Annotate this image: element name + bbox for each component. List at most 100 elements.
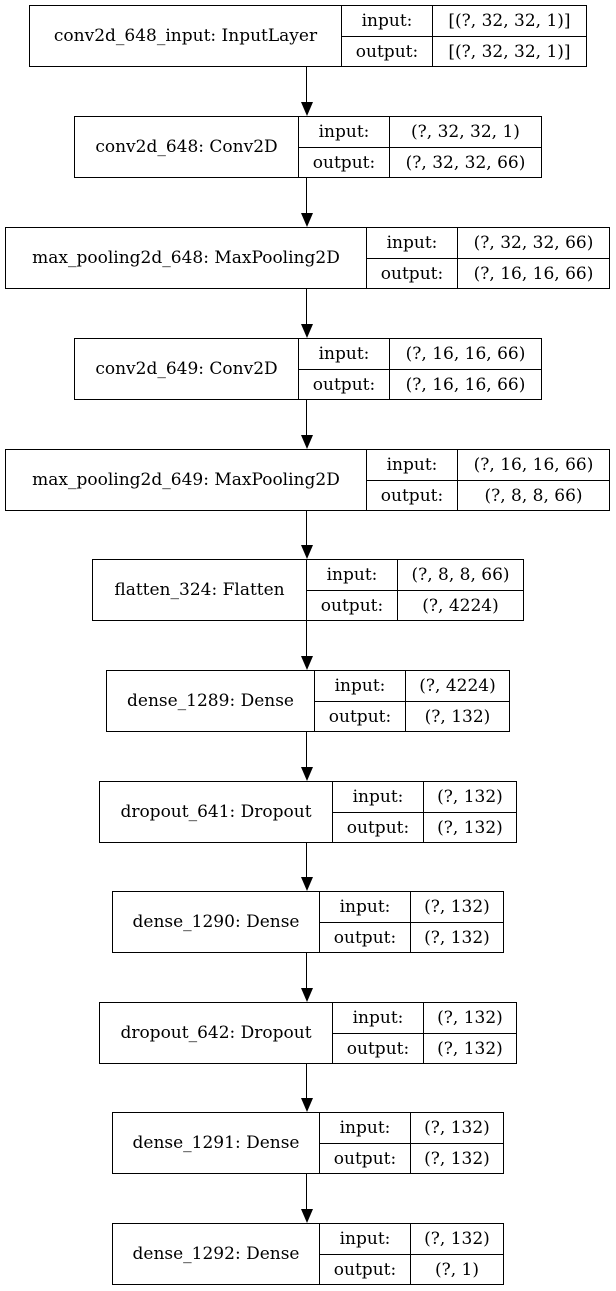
input-row: input:(?, 132) — [320, 1224, 503, 1254]
input-shape: (?, 4224) — [419, 676, 496, 696]
layer-name: dense_1292: Dense — [113, 1224, 320, 1284]
io-shape-table: input: (?, 4224) output:(?, 132) — [315, 671, 509, 731]
output-label: output: — [367, 481, 458, 510]
input-shape: (?, 8, 8, 66) — [411, 565, 510, 585]
input-shape: (?, 16, 16, 66) — [405, 344, 526, 364]
edge-line — [306, 511, 307, 545]
output-row: output:(?, 16, 16, 66) — [367, 258, 609, 288]
layer-name: dropout_641: Dropout — [100, 782, 333, 842]
input-label: input: — [315, 671, 406, 701]
output-label: output: — [307, 591, 398, 620]
layer-name: max_pooling2d_648: MaxPooling2D — [6, 228, 367, 288]
output-label: output: — [315, 702, 406, 731]
output-row: output:[(?, 32, 32, 1)] — [342, 36, 586, 66]
edge-line — [306, 732, 307, 767]
arrow-down-icon — [301, 1098, 313, 1112]
io-shape-table: input:[(?, 32, 32, 1)]output:[(?, 32, 32… — [342, 6, 586, 66]
output-row: output: (?, 4224) — [307, 590, 523, 620]
edge-line — [306, 1064, 307, 1098]
input-label: input: — [320, 1113, 411, 1143]
input-row: input:(?, 8, 8, 66) — [307, 560, 523, 590]
output-label: output: — [320, 923, 411, 952]
output-shape: (?, 132) — [424, 927, 490, 948]
input-row: input: (?, 132) — [333, 1003, 516, 1033]
input-label: input: — [299, 117, 390, 147]
arrow-down-icon — [301, 435, 313, 449]
output-label: output: — [299, 370, 390, 399]
io-shape-table: input: (?, 132) output:(?, 132) — [333, 1003, 516, 1063]
io-shape-table: input:(?, 132)output: (?, 132) — [333, 782, 516, 842]
input-row: input: (?, 132) — [320, 1113, 503, 1143]
io-shape-table: input:(?, 132)output: (?, 1) — [320, 1224, 503, 1284]
io-shape-table: input:(?, 132)output: (?, 132) — [320, 892, 503, 952]
layer-name: conv2d_648_input: InputLayer — [30, 6, 342, 66]
io-shape-table: input:(?, 32, 32, 1)output: (?, 32, 32, 6… — [299, 117, 541, 177]
input-label: input: — [333, 1003, 424, 1033]
output-shape: (?, 32, 32, 66) — [405, 152, 526, 173]
arrow-down-icon — [301, 545, 313, 559]
edge-line — [306, 953, 307, 988]
layer-name: max_pooling2d_649: MaxPooling2D — [6, 450, 367, 510]
input-row: input:(?, 132) — [333, 782, 516, 812]
input-row: input:(?, 132) — [320, 892, 503, 922]
layer-name: dense_1290: Dense — [113, 892, 320, 952]
output-label: output: — [333, 813, 424, 842]
arrow-down-icon — [301, 656, 313, 670]
edge-line — [306, 289, 307, 324]
output-shape: (?, 4224) — [422, 595, 499, 616]
edge-line — [306, 843, 307, 877]
input-label: input: — [342, 6, 433, 36]
output-shape: (?, 132) — [437, 817, 503, 838]
edge-line — [306, 621, 307, 656]
input-shape: (?, 16, 16, 66) — [473, 455, 594, 475]
input-row: input:[(?, 32, 32, 1)] — [342, 6, 586, 36]
io-shape-table: input: (?, 132) output: (?, 132) — [320, 1113, 503, 1173]
input-label: input: — [320, 1224, 411, 1254]
arrow-down-icon — [301, 767, 313, 781]
output-label: output: — [333, 1034, 424, 1063]
layer-name: flatten_324: Flatten — [93, 560, 307, 620]
input-label: input: — [333, 782, 424, 812]
output-shape: (?, 16, 16, 66) — [405, 374, 526, 395]
input-row: input:(?, 32, 32, 1) — [299, 117, 541, 147]
io-shape-table: input:(?, 32, 32, 66)output:(?, 16, 16, … — [367, 228, 609, 288]
layer-name: dense_1289: Dense — [107, 671, 315, 731]
edge-line — [306, 1174, 307, 1209]
output-shape: (?, 132) — [424, 1148, 490, 1169]
io-shape-table: input:(?, 16, 16, 66)output:(?, 8, 8, 66… — [367, 450, 609, 510]
edge-line — [306, 178, 307, 213]
input-label: input: — [320, 892, 411, 922]
output-row: output:(?, 132) — [315, 701, 509, 731]
output-shape: (?, 16, 16, 66) — [473, 263, 594, 284]
arrow-down-icon — [301, 1209, 313, 1223]
input-shape: (?, 132) — [437, 1008, 503, 1028]
edge-line — [306, 67, 307, 102]
output-row: output:(?, 132) — [333, 1033, 516, 1063]
arrow-down-icon — [301, 102, 313, 116]
layer-name: dropout_642: Dropout — [100, 1003, 333, 1063]
output-label: output: — [320, 1144, 411, 1173]
input-label: input: — [299, 339, 390, 369]
output-row: output: (?, 132) — [333, 812, 516, 842]
input-row: input: (?, 4224) — [315, 671, 509, 701]
output-label: output: — [299, 148, 390, 177]
arrow-down-icon — [301, 324, 313, 338]
input-shape: (?, 32, 32, 66) — [473, 233, 594, 253]
output-shape: [(?, 32, 32, 1)] — [448, 41, 571, 62]
output-label: output: — [320, 1255, 411, 1284]
output-row: output:(?, 8, 8, 66) — [367, 480, 609, 510]
input-row: input:(?, 32, 32, 66) — [367, 228, 609, 258]
input-shape: (?, 132) — [424, 1118, 490, 1138]
output-row: output: (?, 1) — [320, 1254, 503, 1284]
output-shape: (?, 1) — [434, 1259, 479, 1280]
arrow-down-icon — [301, 877, 313, 891]
